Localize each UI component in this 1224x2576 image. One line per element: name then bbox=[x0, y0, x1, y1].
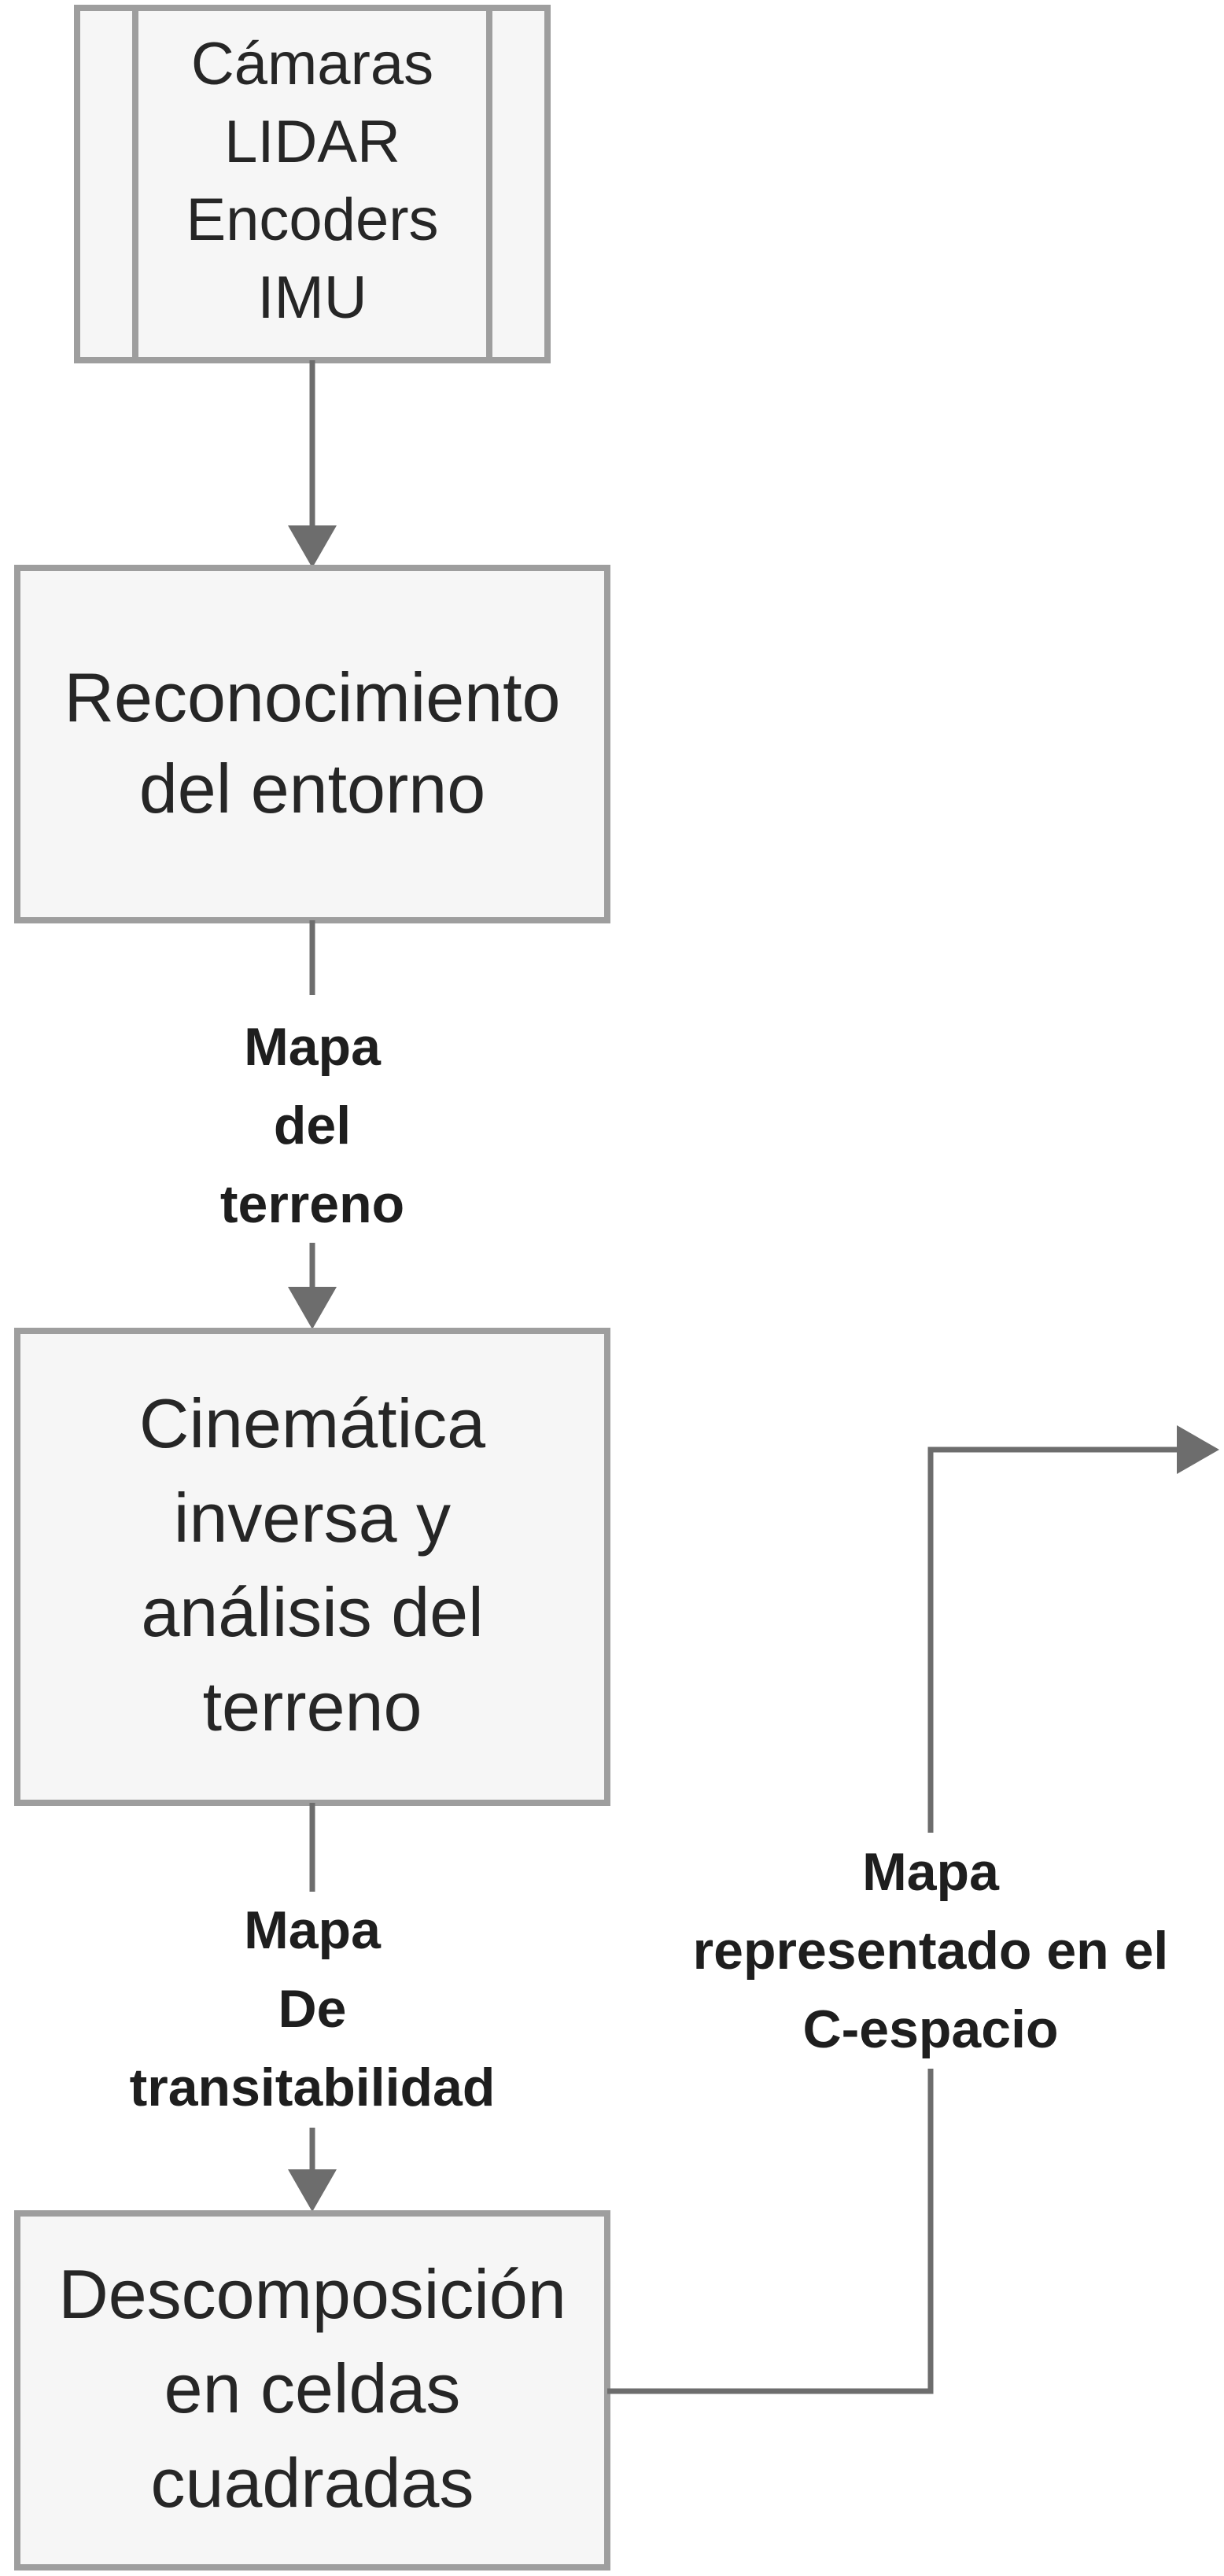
edge-label-cspace-line-2: representado en el bbox=[693, 1921, 1169, 1981]
edge-traversability-map: Mapa De transitabilidad bbox=[130, 1803, 496, 2212]
edge-label-terrain-line-3: terreno bbox=[220, 1174, 404, 1234]
step-decomposition-line-1: Descomposición bbox=[58, 2255, 566, 2333]
edge-label-traversability-line-1: Mapa bbox=[244, 1900, 382, 1960]
step-recognition-node: Reconocimiento del entorno bbox=[14, 565, 610, 923]
sensor-camaras: Cámaras bbox=[191, 31, 433, 98]
sensors-box bbox=[74, 5, 551, 363]
sensor-imu: IMU bbox=[257, 264, 367, 331]
step-decomposition-box bbox=[14, 2210, 610, 2570]
sensor-lidar: LIDAR bbox=[224, 109, 400, 175]
step-kinematics-line-2: inversa y bbox=[174, 1479, 451, 1557]
edge-label-cspace-line-3: C-espacio bbox=[803, 1999, 1059, 2059]
step-kinematics-line-4: terreno bbox=[203, 1668, 422, 1745]
arrowhead-down bbox=[288, 2169, 337, 2212]
step-kinematics-line-1: Cinemática bbox=[139, 1384, 485, 1462]
step-decomposition-line-2: en celdas bbox=[164, 2349, 461, 2427]
step-decomposition-node: Descomposición en celdas cuadradas bbox=[14, 2210, 610, 2570]
connector-line-lower bbox=[607, 2069, 934, 2394]
arrowhead-right bbox=[1177, 1425, 1219, 1474]
step-recognition-line-2: del entorno bbox=[139, 750, 485, 827]
connector-line-upper bbox=[927, 1446, 1180, 1833]
edge-label-terrain-line-1: Mapa bbox=[244, 1017, 382, 1077]
step-kinematics-node: Cinemática inversa y análisis del terren… bbox=[14, 1328, 610, 1806]
sensors-node: Cámaras LIDAR Encoders IMU bbox=[74, 5, 551, 363]
edge-terrain-map: Mapa del terreno bbox=[220, 920, 404, 1329]
step-recognition-line-1: Reconocimiento bbox=[65, 658, 561, 736]
edge-label-cspace-line-1: Mapa bbox=[862, 1842, 1000, 1902]
sensor-encoders: Encoders bbox=[186, 186, 438, 253]
edge-label-terrain-line-2: del bbox=[274, 1096, 351, 1155]
step-decomposition-line-3: cuadradas bbox=[151, 2444, 474, 2522]
edge-cspace-map: Mapa representado en el C-espacio bbox=[607, 1425, 1219, 2394]
step-recognition-box bbox=[14, 565, 610, 923]
arrowhead-down bbox=[288, 525, 337, 568]
arrow-sensors-to-recognition bbox=[288, 360, 337, 568]
edge-label-traversability-line-2: De bbox=[278, 1979, 347, 2039]
arrowhead-down bbox=[288, 1287, 337, 1329]
edge-label-traversability-line-3: transitabilidad bbox=[130, 2058, 496, 2117]
step-kinematics-line-3: análisis del bbox=[141, 1573, 483, 1651]
